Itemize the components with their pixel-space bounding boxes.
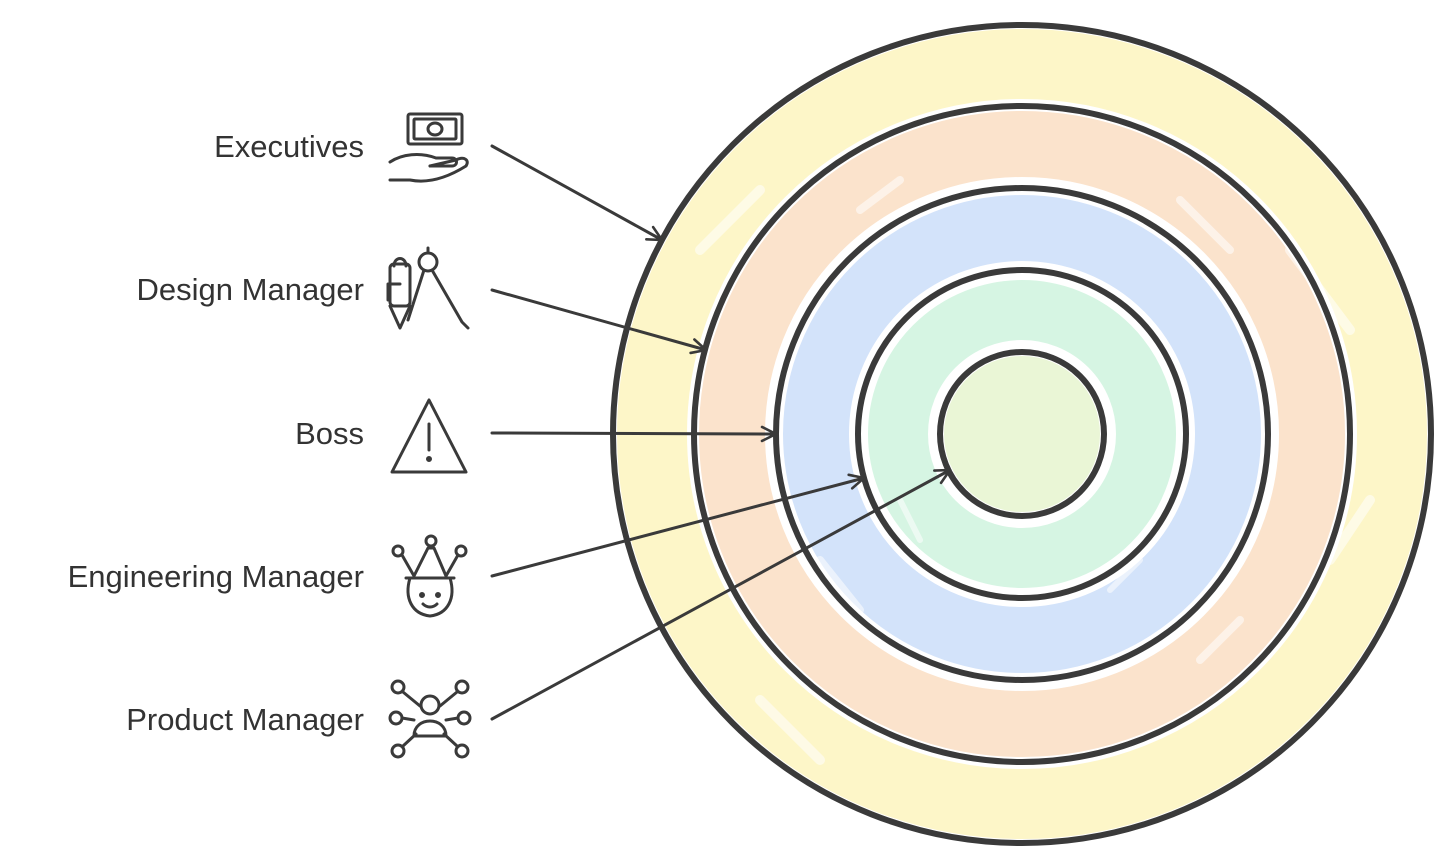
label-design-manager: Design Manager bbox=[137, 272, 364, 307]
ring-4-fill bbox=[868, 280, 1176, 588]
ring-5-outline bbox=[937, 349, 1107, 519]
ring-4-outline bbox=[855, 267, 1189, 601]
ring-3-fill bbox=[783, 195, 1261, 673]
arrow-boss bbox=[490, 425, 778, 443]
arrow-design-manager bbox=[490, 288, 708, 355]
arrow-executives bbox=[490, 144, 664, 242]
ring-5-fill bbox=[944, 356, 1100, 512]
label-executives: Executives bbox=[214, 129, 364, 164]
arrow-engineering-manager bbox=[490, 473, 866, 578]
ring-fills bbox=[617, 29, 1427, 839]
person-network-icon bbox=[388, 679, 472, 759]
label-engineering-manager: Engineering Manager bbox=[68, 559, 364, 594]
crowned-face-icon bbox=[391, 534, 468, 618]
stakeholder-labels: Executives Design Manager Boss Engineeri… bbox=[68, 129, 364, 737]
stakeholder-icons bbox=[386, 112, 472, 759]
label-boss: Boss bbox=[295, 416, 364, 451]
arrow-product-manager bbox=[490, 468, 952, 721]
arrows bbox=[490, 144, 952, 721]
hand-money-icon bbox=[388, 112, 469, 183]
label-product-manager: Product Manager bbox=[126, 702, 364, 737]
warning-triangle-icon bbox=[390, 398, 468, 474]
pen-compass-icon bbox=[386, 246, 470, 330]
